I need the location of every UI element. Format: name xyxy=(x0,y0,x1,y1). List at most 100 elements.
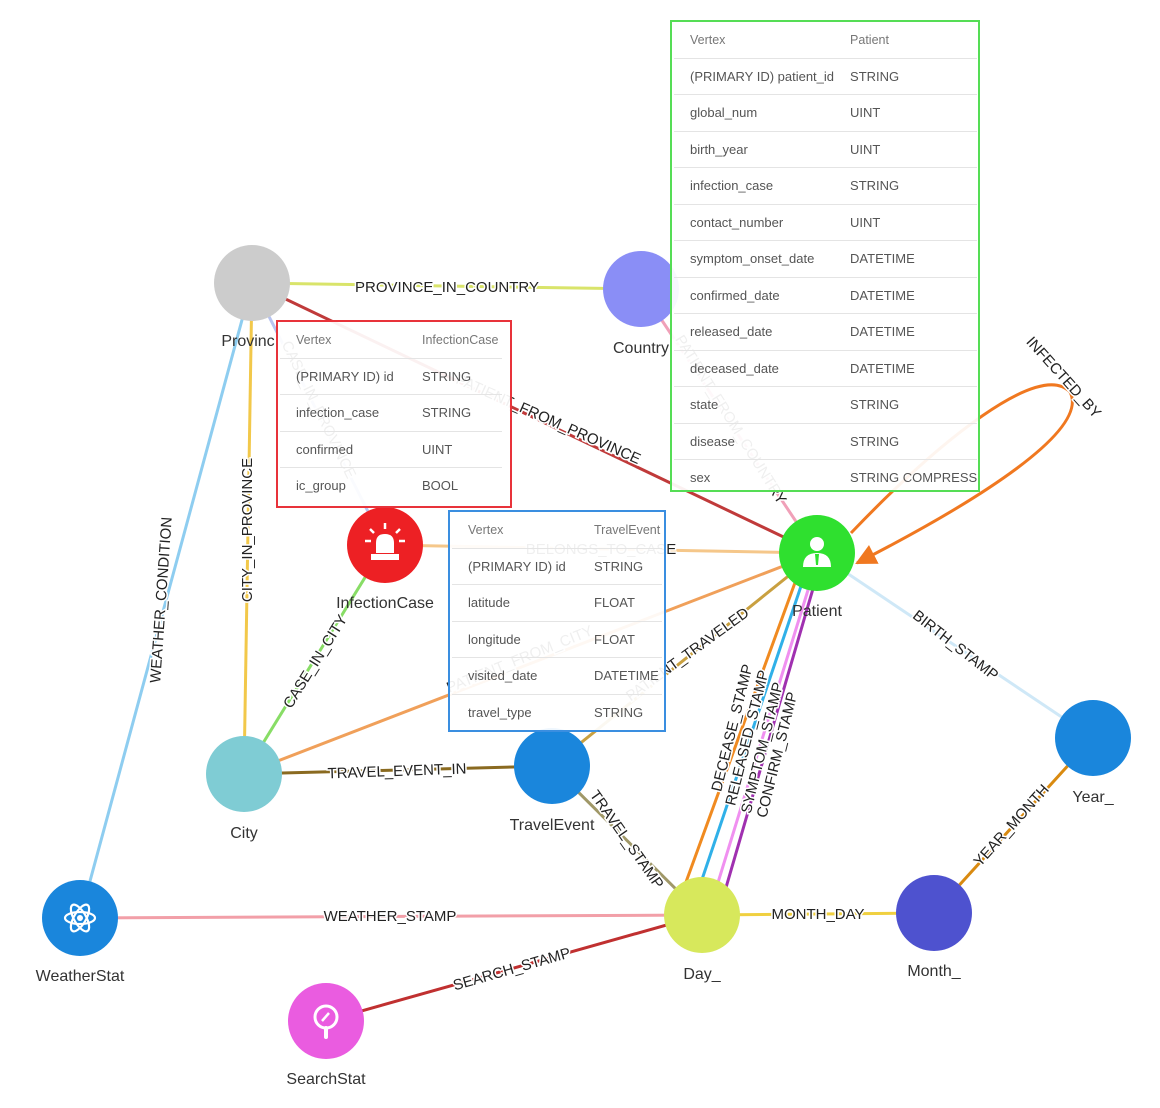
attr-name: state xyxy=(674,386,835,424)
attr-name: infection_case xyxy=(674,167,835,205)
node-circle-travelevent[interactable] xyxy=(514,728,590,804)
attr-type: STRING xyxy=(834,423,978,460)
edge-label-travel_stamp: TRAVEL_STAMP xyxy=(586,787,667,892)
attr-name: global_num xyxy=(674,94,835,132)
edge-line-birth_stamp[interactable] xyxy=(816,551,1094,740)
node-country[interactable]: Country xyxy=(603,251,679,357)
node-searchstat[interactable]: SearchStat xyxy=(286,983,366,1088)
node-weatherstat[interactable]: WeatherStat xyxy=(36,880,125,985)
node-circle-day[interactable] xyxy=(664,877,740,953)
edge-line-released_stamp[interactable] xyxy=(688,552,814,916)
attr-name: (PRIMARY ID) patient_id xyxy=(674,58,835,95)
node-label-year: Year_ xyxy=(1072,789,1114,806)
attr-type: UINT xyxy=(406,431,502,468)
attr-type: FLOAT xyxy=(578,621,662,658)
attr-type: UINT xyxy=(834,204,978,241)
node-label-searchstat: SearchStat xyxy=(286,1071,366,1088)
attr-type: DATETIME xyxy=(834,350,978,387)
edge-line-year_month[interactable] xyxy=(932,736,1095,915)
node-year[interactable]: Year_ xyxy=(1055,700,1131,806)
attr-name: contact_number xyxy=(674,204,835,241)
node-province[interactable]: Provinc xyxy=(214,245,290,350)
attr-type: DATETIME xyxy=(578,657,662,695)
attr-name: ic_group xyxy=(296,478,346,494)
edge-line-confirm_stamp[interactable] xyxy=(716,552,825,916)
edge-line-province_in_country[interactable] xyxy=(251,281,642,291)
node-circle-searchstat[interactable] xyxy=(288,983,364,1059)
attr-name: confirmed_date xyxy=(674,277,835,314)
node-city[interactable]: City xyxy=(206,736,282,842)
node-label-country: Country xyxy=(613,340,669,357)
node-label-infectioncase: InfectionCase xyxy=(336,595,434,612)
attr-type: DATETIME xyxy=(834,313,978,351)
node-label-month: Month_ xyxy=(907,963,961,980)
edge-label-weather_stamp: WEATHER_STAMP xyxy=(324,908,457,925)
node-circle-city[interactable] xyxy=(206,736,282,812)
header-cell: Vertex xyxy=(452,512,578,549)
edge-label-city_in_province: CITY_IN_PROVINCE xyxy=(239,458,256,602)
table-row: sex STRING COMPRESS xyxy=(674,460,977,496)
edge-line-decease_stamp[interactable] xyxy=(672,552,808,916)
edge-label-search_stamp: SEARCH_STAMP xyxy=(451,945,572,995)
edge-label-month_day: MONTH_DAY xyxy=(771,906,864,923)
attr-type: DATETIME xyxy=(834,240,978,278)
node-patient[interactable]: Patient xyxy=(779,515,855,620)
node-circle-province[interactable] xyxy=(214,245,290,321)
attr-type: DATETIME xyxy=(834,277,978,314)
header-cell: TravelEvent xyxy=(578,512,662,549)
atom-icon xyxy=(63,903,97,933)
node-infectioncase[interactable]: InfectionCase xyxy=(336,507,434,612)
attr-type: FLOAT xyxy=(578,584,662,622)
table-row: ic_group BOOL xyxy=(280,468,502,504)
node-travelevent[interactable]: TravelEvent xyxy=(510,728,595,834)
attr-type: UINT xyxy=(834,94,978,132)
attr-name: birth_year xyxy=(674,131,835,168)
header-cell: Vertex xyxy=(674,22,835,59)
edge-line-weather_stamp[interactable] xyxy=(79,913,703,920)
attr-name: longitude xyxy=(452,621,578,658)
edge-line-month_day[interactable] xyxy=(701,911,935,917)
header-cell: Patient xyxy=(834,22,978,59)
node-day[interactable]: Day_ xyxy=(664,877,740,983)
edge-line-travel_event_in[interactable] xyxy=(243,764,553,776)
node-month[interactable]: Month_ xyxy=(896,875,972,980)
edge-line-search_stamp[interactable] xyxy=(325,913,703,1023)
attr-type: STRING COMPRESS xyxy=(850,470,978,486)
edge-line-city_in_province[interactable] xyxy=(242,282,254,775)
edge-line-symptom_stamp[interactable] xyxy=(706,552,821,916)
edge-line-weather_condition[interactable] xyxy=(78,282,254,919)
table-header-row: Vertex InfectionCase xyxy=(280,322,502,359)
node-label-city: City xyxy=(230,825,258,842)
attr-name: deceased_date xyxy=(674,350,835,387)
node-circle-year[interactable] xyxy=(1055,700,1131,776)
edge-label-travel_event_in: TRAVEL_EVENT_IN xyxy=(327,761,466,783)
node-circle-country[interactable] xyxy=(603,251,679,327)
attr-type: BOOL xyxy=(422,478,459,494)
attr-name: sex xyxy=(690,470,711,486)
attr-name: disease xyxy=(674,423,835,460)
attr-type: STRING xyxy=(834,167,978,205)
node-label-province: Provinc xyxy=(221,333,274,350)
table-header-row: Vertex Patient xyxy=(674,22,978,59)
attr-name: (PRIMARY ID) id xyxy=(452,548,578,585)
edge-line-case_in_city[interactable] xyxy=(242,544,387,775)
node-circle-month[interactable] xyxy=(896,875,972,951)
attr-name: latitude xyxy=(452,584,578,622)
header-cell: InfectionCase xyxy=(406,322,502,359)
